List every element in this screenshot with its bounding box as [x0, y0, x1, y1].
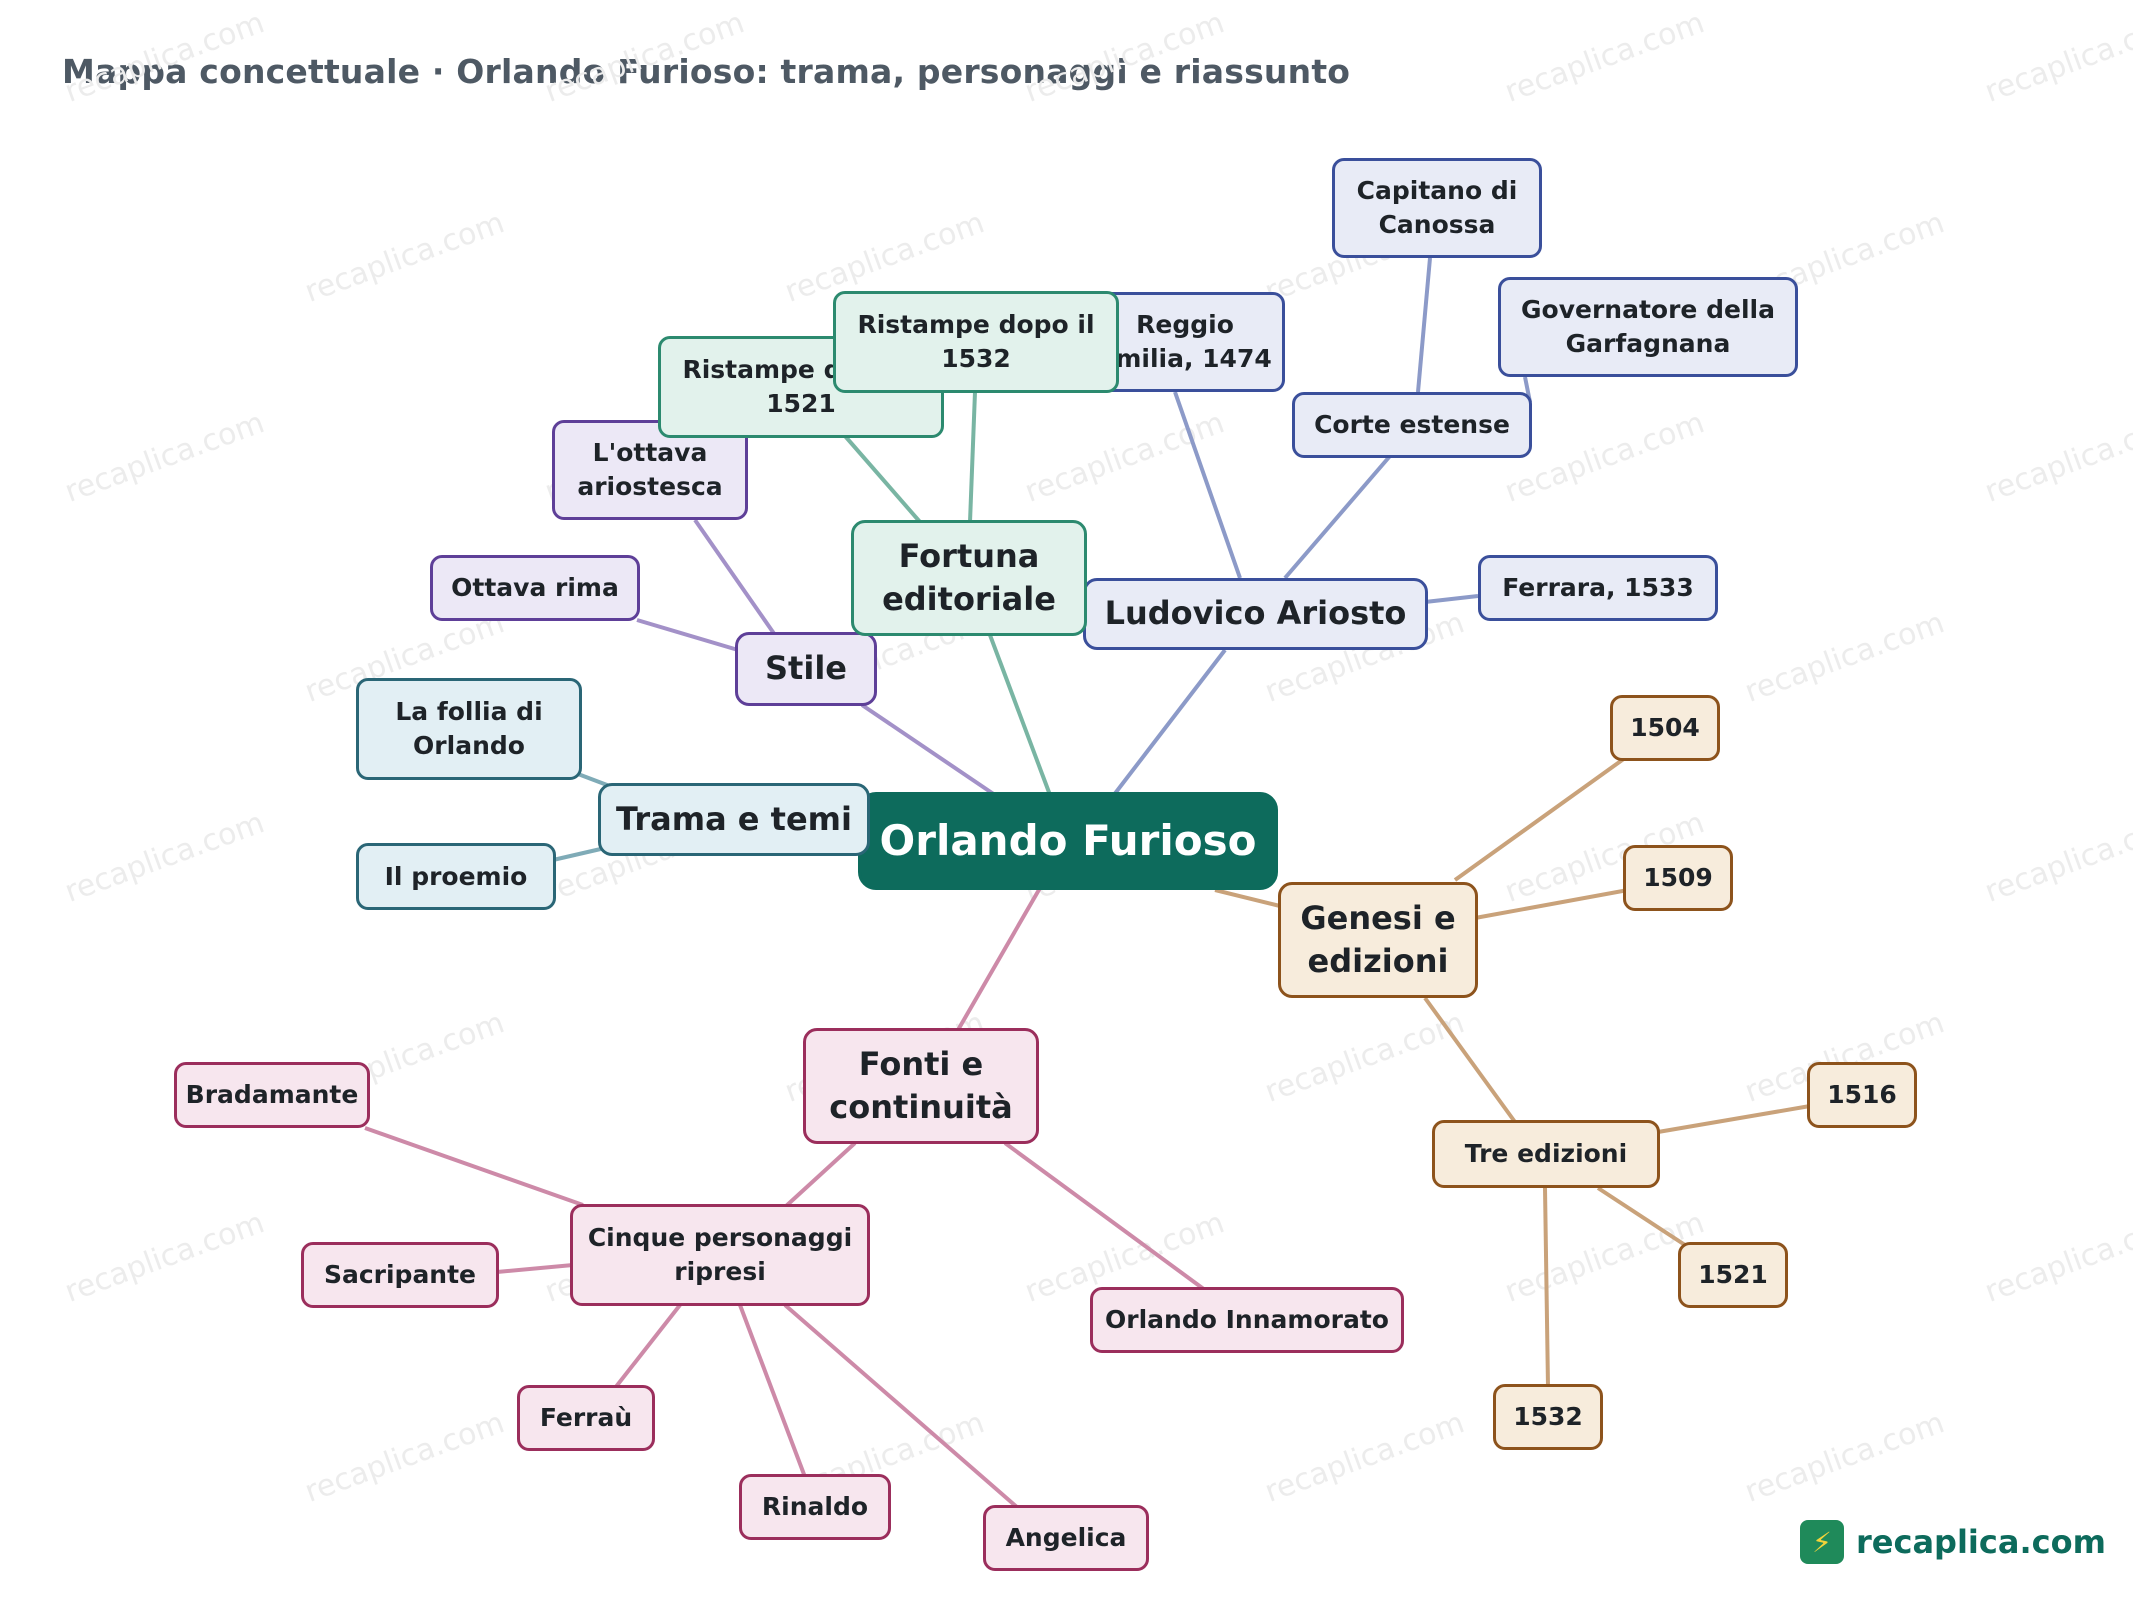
node-ferrara-1533[interactable]: Ferrara, 1533 [1478, 555, 1718, 621]
brand-name: recaplica.com [1856, 1523, 2106, 1561]
edge-fonti-cinque [783, 1141, 857, 1209]
edge-genesi-1509 [1474, 888, 1629, 920]
page-title: Mappa concettuale · Orlando Furioso: tra… [62, 52, 1351, 91]
edge-tre-1521 [1596, 1186, 1687, 1247]
edge-tre-1516 [1657, 1104, 1811, 1134]
node-1521[interactable]: 1521 [1678, 1242, 1788, 1308]
node-ludovico-ariosto[interactable]: Ludovico Ariosto [1083, 578, 1428, 650]
edge-fortuna-1521 [843, 434, 922, 524]
node-follia-orlando[interactable]: La follia di Orlando [356, 678, 582, 780]
node-stile[interactable]: Stile [735, 632, 877, 706]
node-trama-temi[interactable]: Trama e temi [598, 783, 870, 856]
lightning-icon: ⚡ [1800, 1520, 1844, 1564]
node-1509[interactable]: 1509 [1623, 845, 1733, 911]
node-ristampe-1532[interactable]: Ristampe dopo il 1532 [833, 291, 1119, 393]
edge-ariosto-corte [1283, 454, 1392, 580]
node-rinaldo[interactable]: Rinaldo [739, 1474, 891, 1540]
edge-stile-ottava-ariostesca [693, 518, 777, 637]
node-tre-edizioni[interactable]: Tre edizioni [1432, 1120, 1660, 1188]
node-1504[interactable]: 1504 [1610, 695, 1720, 761]
edge-cinque-rinaldo [738, 1304, 807, 1478]
edge-trama-proemio [552, 846, 606, 862]
edge-cinque-ferrau [613, 1303, 682, 1390]
node-root[interactable]: Orlando Furioso [858, 792, 1278, 890]
edge-tre-1532 [1543, 1187, 1550, 1388]
node-angelica[interactable]: Angelica [983, 1505, 1149, 1571]
edge-corte-capitano [1416, 257, 1432, 393]
edge-root-fortuna [988, 634, 1052, 796]
edge-root-fonti [956, 886, 1042, 1032]
node-orlando-innamorato[interactable]: Orlando Innamorato [1090, 1287, 1404, 1353]
node-1532[interactable]: 1532 [1493, 1384, 1603, 1450]
node-genesi-edizioni[interactable]: Genesi e edizioni [1278, 882, 1478, 998]
edge-ariosto-reggio [1173, 391, 1242, 579]
edge-ariosto-ferrara [1424, 594, 1479, 604]
node-sacripante[interactable]: Sacripante [301, 1242, 499, 1308]
edge-genesi-1504 [1453, 756, 1627, 882]
edge-genesi-tre [1423, 996, 1517, 1124]
node-proemio[interactable]: Il proemio [356, 843, 556, 910]
edge-root-ariosto [1108, 648, 1227, 802]
node-cinque-personaggi[interactable]: Cinque personaggi ripresi [570, 1204, 870, 1306]
node-capitano-canossa[interactable]: Capitano di Canossa [1332, 158, 1542, 258]
node-1516[interactable]: 1516 [1807, 1062, 1917, 1128]
edge-fortuna-1532 [968, 391, 977, 523]
edge-root-stile [860, 703, 997, 797]
edge-cinque-sacripante [496, 1263, 574, 1274]
brand-logo[interactable]: ⚡ recaplica.com [1800, 1520, 2106, 1564]
node-bradamante[interactable]: Bradamante [174, 1062, 370, 1128]
node-fonti-continuita[interactable]: Fonti e continuità [803, 1028, 1039, 1144]
edge-fonti-innamorato [1003, 1141, 1207, 1292]
node-governatore-garfagnana[interactable]: Governatore della Garfagnana [1498, 277, 1798, 377]
node-corte-estense[interactable]: Corte estense [1292, 392, 1532, 458]
edge-stile-ottava-rima [636, 618, 739, 652]
edge-cinque-angelica [783, 1303, 1020, 1510]
node-fortuna-editoriale[interactable]: Fortuna editoriale [851, 520, 1087, 636]
edge-cinque-bradamante [364, 1126, 584, 1207]
node-ferrau[interactable]: Ferraù [517, 1385, 655, 1451]
node-ottava-rima[interactable]: Ottava rima [430, 555, 640, 621]
edge-root-genesi [1214, 888, 1281, 908]
